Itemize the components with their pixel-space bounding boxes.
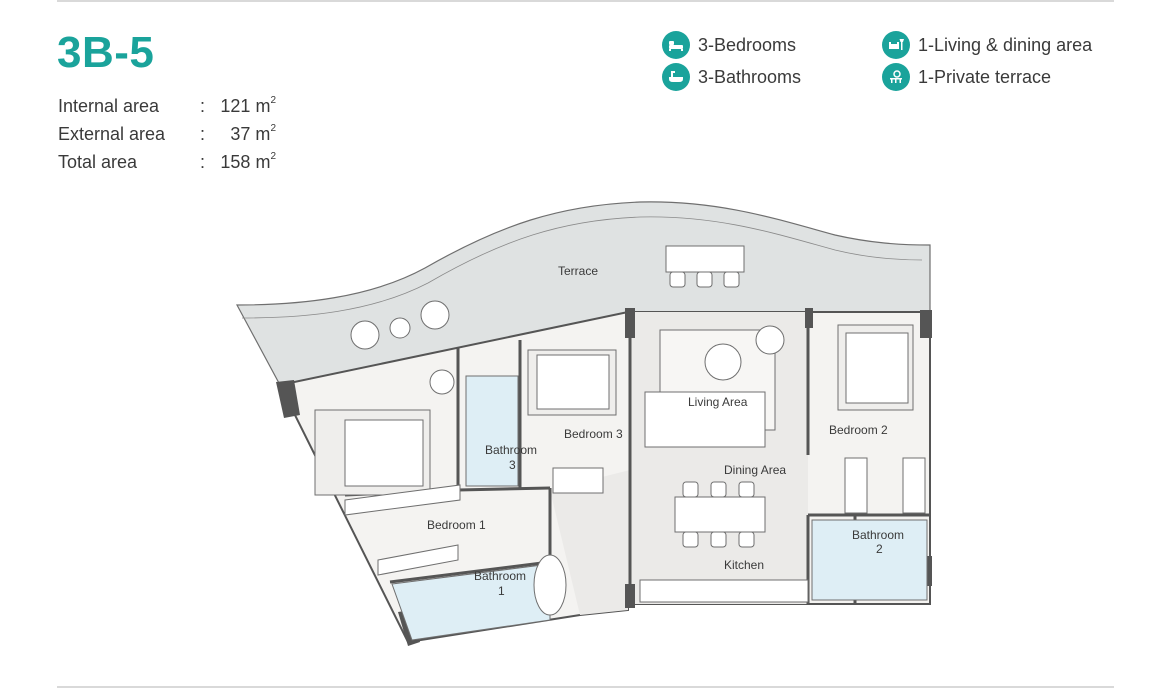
bed-bedroom-3-mattress — [536, 354, 610, 410]
bed-bedroom-2-mattress — [845, 332, 909, 404]
room-label-kitchen: Kitchen — [724, 558, 764, 572]
coffee-table — [704, 343, 742, 381]
area-value: 158 m2 — [58, 151, 276, 173]
lounge-chair — [350, 320, 380, 350]
terrace-chair — [696, 271, 713, 288]
bed-bedroom-1-mattress — [344, 419, 424, 487]
bottom-divider — [57, 686, 1114, 688]
room-label-bedroom-3: Bedroom 3 — [564, 427, 623, 441]
armchair — [755, 325, 785, 355]
room-label-bathroom-2-number: 2 — [876, 542, 883, 556]
dining-chair — [682, 481, 699, 498]
area-unit-sup: 2 — [270, 123, 276, 134]
bathtub — [533, 554, 567, 616]
area-label: External area — [58, 124, 166, 144]
room-label-bathroom-1: Bathroom — [474, 569, 526, 583]
feature-label: 3-Bedrooms — [698, 34, 797, 55]
terrace-inner-line — [241, 216, 923, 319]
area-unit-sup: 2 — [270, 151, 276, 162]
wardrobe — [344, 484, 461, 516]
side-table — [389, 317, 411, 339]
area-value-text: 121 m — [220, 96, 271, 116]
terrace-icon — [882, 63, 910, 91]
area-value-text: 158 m — [220, 152, 271, 172]
bathroom-2-floor — [811, 519, 928, 601]
area-label: Total area — [58, 152, 138, 172]
room-label-bathroom-1-number: 1 — [498, 584, 505, 598]
area-colon: : — [200, 96, 206, 116]
room-label-bathroom-2: Bathroom — [852, 528, 904, 542]
wardrobe — [844, 457, 868, 514]
area-label: Internal area — [58, 96, 160, 116]
terrace-area — [235, 201, 931, 386]
lounge-chair — [420, 300, 450, 330]
feature-living-dining: 1-Living & dining area — [882, 31, 1092, 59]
room-label-bathroom-3-number: 3 — [509, 458, 516, 472]
top-divider — [57, 0, 1114, 2]
unit-title: 3B-5 — [57, 28, 155, 77]
terrace-table — [665, 245, 745, 273]
bathtub-icon — [662, 63, 690, 91]
terrace-chair — [723, 271, 740, 288]
armchair — [429, 369, 455, 395]
wardrobe — [377, 544, 459, 576]
bed-icon — [662, 31, 690, 59]
area-value: 121 m2 — [58, 95, 276, 117]
room-label-bathroom-3: Bathroom — [485, 443, 537, 457]
room-label-dining: Dining Area — [724, 463, 786, 477]
dining-chair — [710, 481, 727, 498]
feature-label: 3-Bathrooms — [698, 66, 802, 87]
sofa-lamp-icon — [882, 31, 910, 59]
wardrobe — [552, 467, 604, 494]
feature-terrace: 1-Private terrace — [882, 63, 1051, 91]
wardrobe — [902, 457, 926, 514]
bathroom-3-floor — [465, 375, 519, 487]
dining-chair — [710, 531, 727, 548]
area-unit-sup: 2 — [270, 95, 276, 106]
area-value: 37 m2 — [58, 123, 276, 145]
room-label-terrace: Terrace — [558, 264, 598, 278]
area-colon: : — [200, 124, 206, 144]
area-colon: : — [200, 152, 206, 172]
sofa — [644, 391, 766, 448]
room-label-living: Living Area — [688, 395, 748, 409]
room-label-bedroom-1: Bedroom 1 — [427, 518, 486, 532]
dining-table — [674, 496, 766, 533]
feature-bedrooms: 3-Bedrooms — [662, 31, 796, 59]
dining-chair — [682, 531, 699, 548]
terrace-chair — [669, 271, 686, 288]
feature-bathrooms: 3-Bathrooms — [662, 63, 801, 91]
feature-label: 1-Private terrace — [918, 66, 1052, 87]
feature-label: 1-Living & dining area — [918, 34, 1093, 55]
room-label-bedroom-2: Bedroom 2 — [829, 423, 888, 437]
kitchen-counter — [639, 579, 809, 603]
bathroom-1-floor — [391, 563, 551, 641]
dining-chair — [738, 531, 755, 548]
area-value-text: 37 m — [230, 124, 271, 144]
dining-chair — [738, 481, 755, 498]
